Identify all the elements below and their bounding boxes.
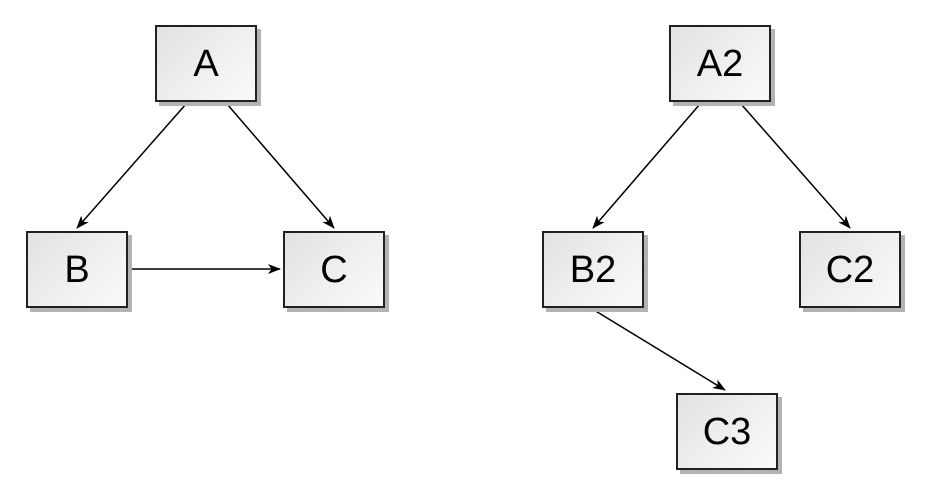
node-B[interactable]: B	[26, 231, 128, 308]
edge-A2-B2[interactable]	[592, 103, 701, 229]
node-B2[interactable]: B2	[542, 231, 644, 308]
node-B2-label: B2	[569, 248, 617, 291]
node-A[interactable]: A	[155, 25, 257, 102]
node-C[interactable]: C	[283, 231, 385, 308]
node-A-label: A	[193, 42, 219, 85]
edge-A2-C2[interactable]	[740, 103, 851, 229]
node-A2-label: A2	[696, 42, 744, 85]
edge-B2-C3[interactable]	[593, 309, 726, 391]
node-C-label: C	[320, 248, 348, 291]
node-A2[interactable]: A2	[669, 25, 771, 102]
node-C3-label: C3	[702, 410, 752, 453]
node-C2-label: C2	[825, 248, 875, 291]
edge-A-B[interactable]	[76, 103, 187, 229]
edge-A-C[interactable]	[226, 103, 335, 229]
node-C3[interactable]: C3	[676, 393, 778, 470]
node-C2[interactable]: C2	[799, 231, 901, 308]
node-B-label: B	[64, 248, 90, 291]
